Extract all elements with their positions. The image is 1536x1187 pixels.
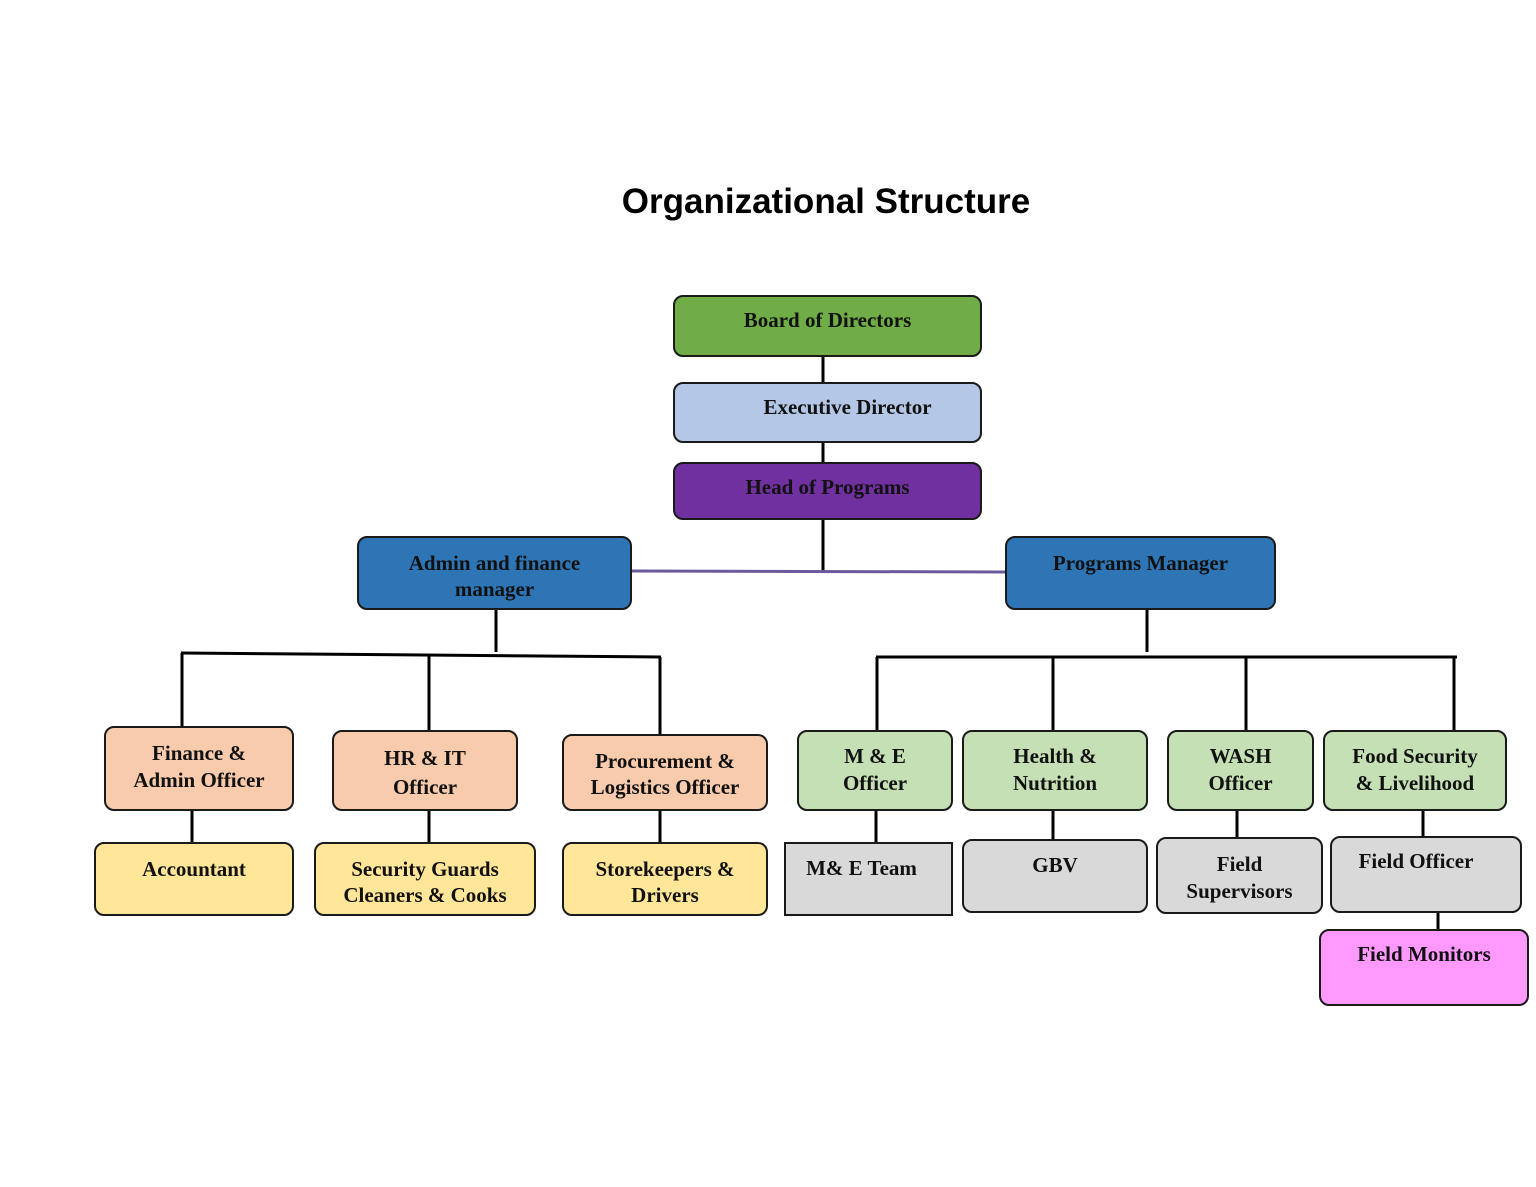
node-board-of-directors: Board of Directors xyxy=(673,295,982,357)
node-head-of-programs: Head of Programs xyxy=(673,462,982,520)
node-me-team: M& E Team xyxy=(784,842,953,916)
node-finance-admin-officer: Finance & Admin Officer xyxy=(104,726,294,811)
node-procurement-logistics-officer: Procurement & Logistics Officer xyxy=(562,734,768,811)
node-admin-finance-manager: Admin and finance manager xyxy=(357,536,632,610)
node-field-officer: Field Officer xyxy=(1330,836,1522,913)
node-field-monitors: Field Monitors xyxy=(1319,929,1529,1006)
line-managers-link xyxy=(631,569,1007,574)
node-food-security-livelihood: Food Security & Livelihood xyxy=(1323,730,1507,811)
node-wash-officer: WASH Officer xyxy=(1167,730,1314,811)
node-programs-manager: Programs Manager xyxy=(1005,536,1276,610)
node-field-supervisors: Field Supervisors xyxy=(1156,837,1323,914)
line-admin-bus xyxy=(180,651,662,659)
node-executive-director: Executive Director xyxy=(673,382,982,443)
node-hr-it-officer: HR & IT Officer xyxy=(332,730,518,811)
node-gbv: GBV xyxy=(962,839,1148,913)
node-me-officer: M & E Officer xyxy=(797,730,953,811)
node-security-guards-cleaners-cooks: Security Guards Cleaners & Cooks xyxy=(314,842,536,916)
node-accountant: Accountant xyxy=(94,842,294,916)
node-storekeepers-drivers: Storekeepers & Drivers xyxy=(562,842,768,916)
chart-title: Organizational Structure xyxy=(621,182,1031,221)
node-health-nutrition: Health & Nutrition xyxy=(962,730,1148,811)
